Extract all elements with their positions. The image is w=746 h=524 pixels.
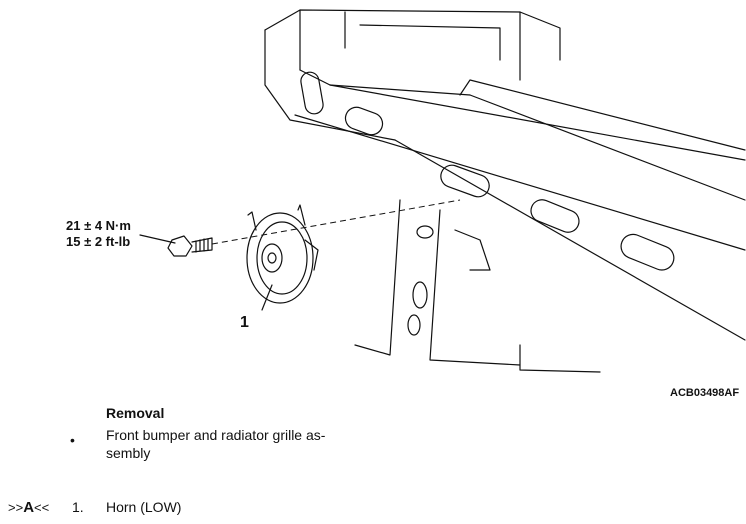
torque-metric: 21 ± 4 N·m (66, 218, 131, 233)
marker-prefix: >> (8, 500, 24, 515)
step-number: 1. (72, 499, 84, 515)
step-label: Horn (LOW) (106, 499, 182, 515)
bullet-dot: • (70, 432, 75, 448)
callout-number: 1 (240, 314, 249, 331)
marker-suffix: << (34, 500, 50, 515)
marker-letter: A (23, 499, 35, 516)
torque-imperial: 15 ± 2 ft-lb (66, 234, 131, 249)
figure-id: ACB03498AF (670, 387, 740, 399)
torque-spec: 21 ± 4 N·m 15 ± 2 ft-lb (66, 218, 131, 250)
procedure-marker: >>A<< (8, 499, 49, 516)
removal-heading: Removal (106, 405, 165, 421)
pre-step-text: Front bumper and radiator grille as- sem… (106, 427, 326, 461)
horn-installation-illustration (139, 9, 746, 373)
